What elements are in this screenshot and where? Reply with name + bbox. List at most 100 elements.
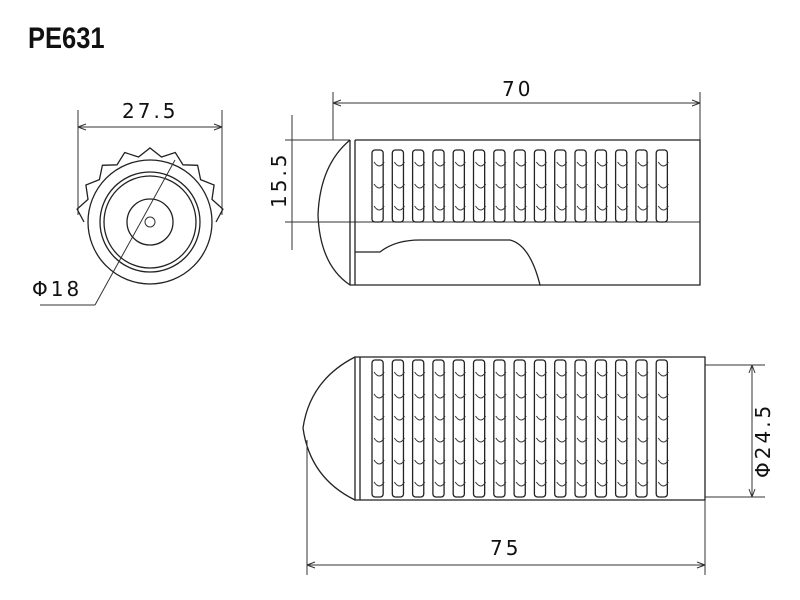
rib-notch [535, 437, 547, 443]
rib-notch [434, 415, 446, 421]
rib-notch [373, 393, 385, 399]
grip-rib [432, 149, 445, 223]
rib-notch [556, 415, 568, 421]
rib-notch [515, 371, 527, 377]
grip-rib [554, 149, 567, 223]
rib-notch [556, 371, 568, 377]
rib-notch [556, 459, 568, 465]
grip-rib [513, 149, 526, 223]
rib-notch [495, 161, 507, 167]
rib-notch [434, 183, 446, 189]
rib-notch [657, 161, 669, 167]
grip-rib [574, 149, 587, 223]
rib-notch [637, 481, 649, 487]
rib-notch [617, 459, 629, 465]
rib-notch [373, 205, 385, 211]
rib-notch [535, 393, 547, 399]
rib-notch [393, 183, 405, 189]
rib-notch [393, 481, 405, 487]
rib-notch [637, 205, 649, 211]
rib-notch [475, 393, 487, 399]
rib-notch [495, 183, 507, 189]
rib-notch [535, 415, 547, 421]
rib-notch [596, 481, 608, 487]
rib-notch [434, 161, 446, 167]
rib-notch [414, 437, 426, 443]
grip-rib [493, 359, 506, 498]
grip-rib [371, 149, 384, 223]
rib-notch [576, 161, 588, 167]
rib-notch [657, 481, 669, 487]
grip-rib [411, 359, 425, 498]
rib-notch [495, 393, 507, 399]
rib-notch [414, 205, 426, 211]
dim-front-width: 27.5 [122, 99, 179, 123]
grip-rib [635, 149, 648, 223]
rib-notch [596, 393, 608, 399]
rib-notch [475, 459, 487, 465]
rib-notch [475, 415, 487, 421]
rib-notch [454, 437, 466, 443]
rib-notch [556, 437, 568, 443]
rib-notch [454, 183, 466, 189]
rib-notch [475, 481, 487, 487]
rib-notch [596, 205, 608, 211]
rib-notch [556, 183, 568, 189]
dim-front-diameter: Φ18 [32, 277, 82, 301]
rib-notch [657, 371, 669, 377]
rib-notch [657, 183, 669, 189]
dim-side-height: 15.5 [267, 151, 291, 208]
grip-rib [432, 359, 445, 498]
grip-rib [472, 149, 486, 223]
rib-notch [576, 415, 588, 421]
rib-notch [414, 481, 426, 487]
grip-rib [574, 359, 587, 498]
rib-notch [373, 371, 385, 377]
rib-notch [454, 161, 466, 167]
rib-notch [617, 205, 629, 211]
rib-notch [535, 459, 547, 465]
rib-notch [454, 481, 466, 487]
rib-notch [495, 437, 507, 443]
grip-rib [533, 149, 547, 223]
rib-notch [454, 371, 466, 377]
rib-notch [454, 393, 466, 399]
rib-notch [414, 393, 426, 399]
rib-notch [657, 393, 669, 399]
rib-notch [373, 161, 385, 167]
rib-notch [596, 161, 608, 167]
grip-rib [452, 359, 466, 498]
bottom-view: Φ24.5 75 [302, 356, 775, 575]
grip-rib [391, 359, 405, 498]
rib-notch [596, 437, 608, 443]
grip-rib [594, 359, 608, 498]
rib-notch [495, 415, 507, 421]
rib-notch [495, 459, 507, 465]
rib-notch [556, 161, 568, 167]
rib-notch [576, 459, 588, 465]
rib-notch [657, 437, 669, 443]
rib-notch [515, 205, 527, 211]
rib-notch [596, 183, 608, 189]
grip-rib [493, 149, 506, 223]
rib-notch [495, 481, 507, 487]
rib-notch [617, 393, 629, 399]
rib-notch [475, 161, 487, 167]
rib-notch [617, 183, 629, 189]
rib-notch [576, 205, 588, 211]
rib-notch [515, 459, 527, 465]
rib-notch [393, 161, 405, 167]
rib-notch [393, 393, 405, 399]
rib-notch [414, 415, 426, 421]
rib-notch [535, 161, 547, 167]
rib-notch [373, 437, 385, 443]
rib-notch [515, 393, 527, 399]
rib-notch [596, 459, 608, 465]
rib-notch [556, 481, 568, 487]
rib-notch [454, 205, 466, 211]
grip-rib [635, 359, 648, 498]
grip-rib [533, 359, 547, 498]
rib-notch [576, 371, 588, 377]
rib-notch [535, 371, 547, 377]
grip-rib [411, 149, 425, 223]
